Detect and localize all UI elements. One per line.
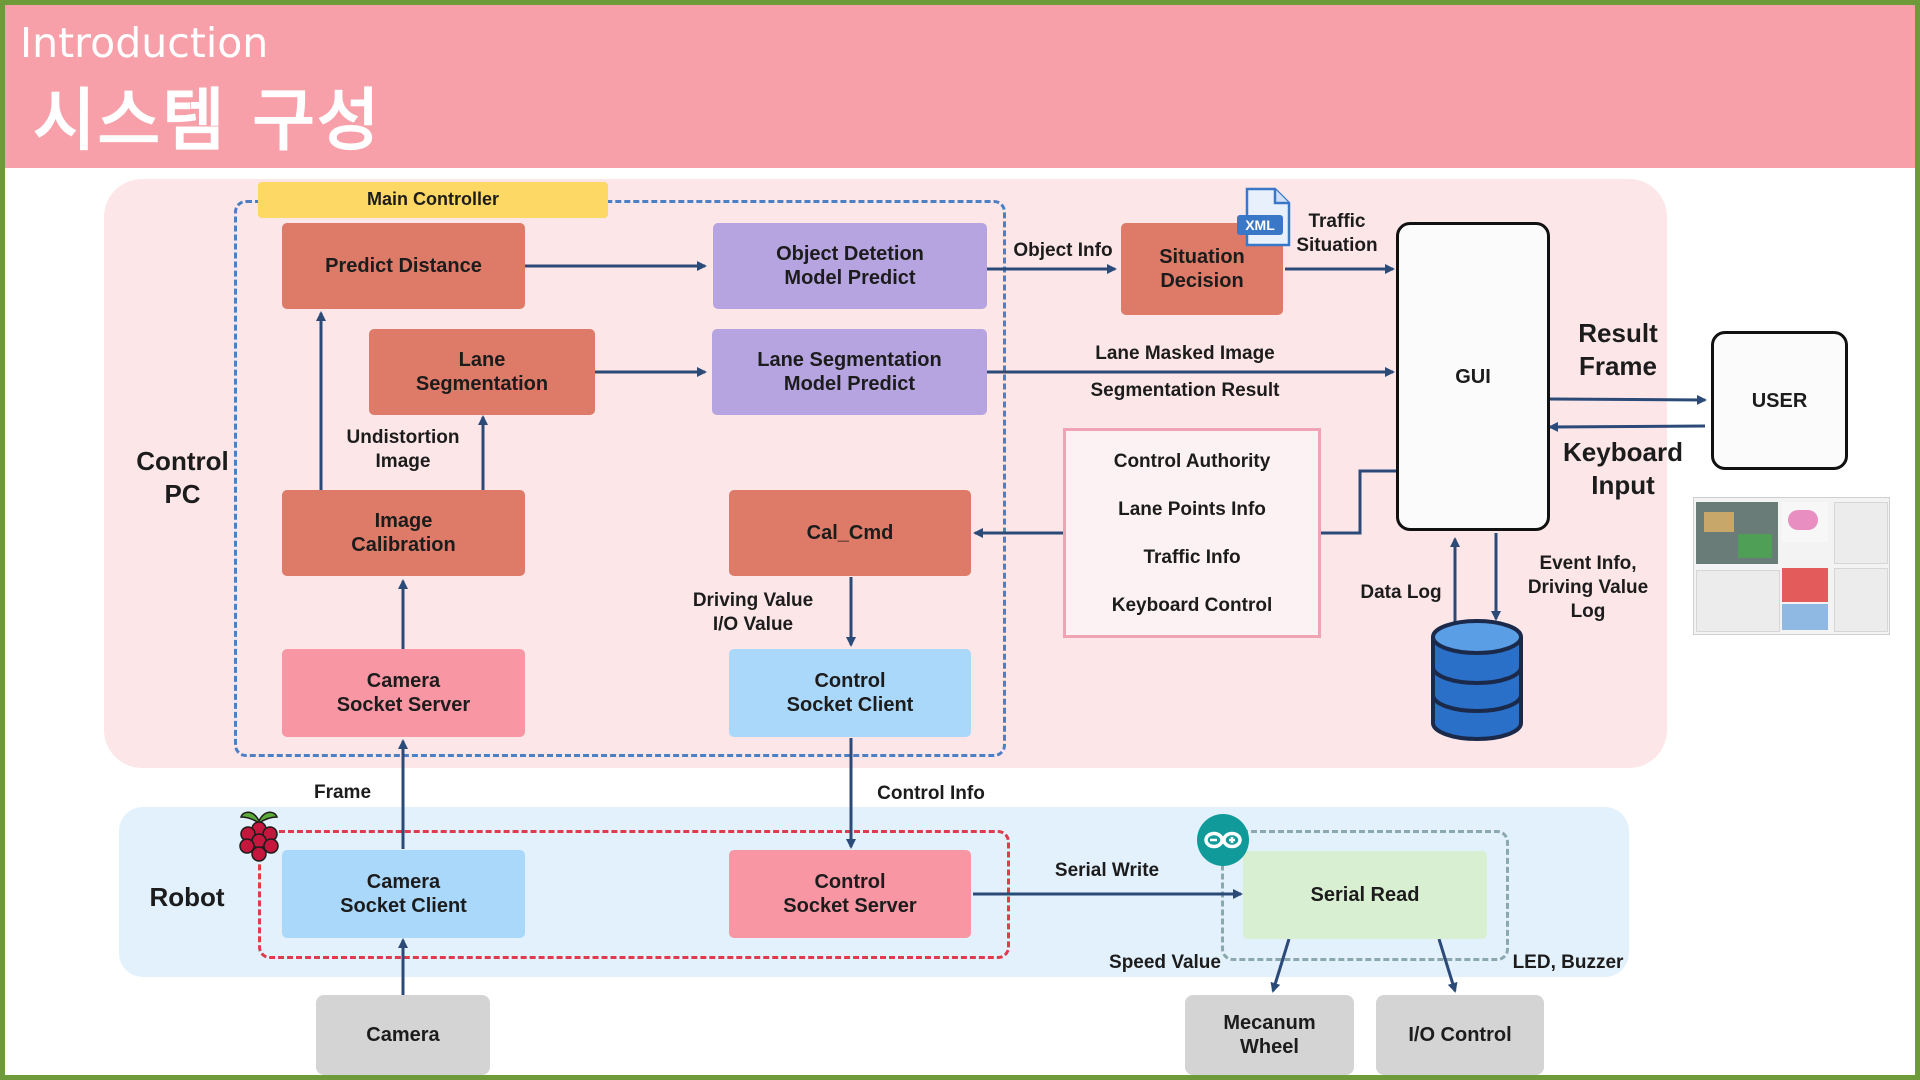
info-item-lane-points: Lane Points Info [1118, 499, 1266, 520]
thumbnail-lane-patch [1738, 534, 1772, 558]
header-banner: Introduction 시스템 구성 [5, 5, 1915, 168]
control-info-box: Control Authority Lane Points Info Traff… [1063, 428, 1321, 638]
speed-value-label: Speed Value [1109, 952, 1221, 973]
keyboard-input-label: Keyboard Input [1563, 437, 1683, 500]
object-detection-block: Object Detetion Model Predict [713, 223, 987, 309]
led-buzzer-label: LED, Buzzer [1512, 952, 1624, 973]
connection-arrows [316, 261, 1707, 995]
camera-block: Camera [316, 995, 490, 1075]
control-info-label: Control Info [877, 783, 985, 804]
camera-socket-client-block: Camera Socket Client [282, 850, 525, 938]
control-pc-label: Control PC [136, 446, 229, 509]
info-item-traffic-info: Traffic Info [1143, 547, 1241, 568]
xml-badge-text: XML [1245, 217, 1275, 233]
info-item-keyboard-control: Keyboard Control [1111, 595, 1273, 616]
driving-io-value-label: Driving Value I/O Value [692, 590, 814, 635]
database-icon [1431, 619, 1523, 741]
lane-seg-model-block: Lane Segmentation Model Predict [712, 329, 987, 415]
thumbnail-graph-panel [1834, 502, 1888, 564]
segmentation-result-label: Segmentation Result [1090, 380, 1280, 401]
slide-title: 시스템 구성 [33, 82, 382, 161]
thumbnail-log-panel [1834, 568, 1888, 632]
thumbnail-map-panel [1782, 604, 1828, 630]
thumbnail-gauge-panel [1696, 570, 1780, 632]
arduino-icon [1197, 814, 1249, 866]
cal-cmd-block: Cal_Cmd [729, 490, 971, 576]
raspberry-pi-icon [239, 811, 279, 862]
control-socket-server-block: Control Socket Server [729, 850, 971, 938]
lane-segmentation-block: Lane Segmentation [369, 329, 595, 415]
main-controller-group [234, 200, 1006, 757]
xml-file-icon: XML [1237, 187, 1291, 247]
result-frame-label: Result Frame [1578, 318, 1658, 381]
camera-socket-server-block: Camera Socket Server [282, 649, 525, 737]
user-block: USER [1711, 331, 1848, 470]
arrow-keyboard-input [1548, 421, 1706, 432]
arrow-result-frame [1549, 394, 1707, 405]
predict-distance-block: Predict Distance [282, 223, 525, 309]
lane-masked-image-label: Lane Masked Image [1095, 343, 1275, 364]
slide-subtitle: Introduction [20, 19, 269, 67]
serial-write-label: Serial Write [1054, 860, 1160, 881]
data-log-label: Data Log [1360, 582, 1442, 603]
info-item-control-authority: Control Authority [1113, 451, 1271, 472]
robot-label: Robot [149, 882, 225, 912]
mecanum-wheel-block: Mecanum Wheel [1185, 995, 1354, 1075]
gui-block: GUI [1396, 222, 1550, 531]
control-socket-client-block: Control Socket Client [729, 649, 971, 737]
arrow-led-buzzer [1437, 938, 1458, 993]
object-info-label: Object Info [1013, 240, 1113, 261]
traffic-situation-label: Traffic Situation [1296, 211, 1378, 256]
main-controller-tag: Main Controller [258, 182, 608, 218]
thumbnail-alert-panel [1782, 568, 1828, 602]
frame-label: Frame [313, 782, 372, 803]
undistortion-image-label: Undistortion Image [346, 427, 460, 472]
image-calibration-block: Image Calibration [282, 490, 525, 576]
thumbnail-logo-shape [1788, 510, 1818, 530]
line-gui-to-info [1321, 469, 1396, 535]
gui-screenshot-thumbnail [1693, 497, 1890, 635]
serial-read-block: Serial Read [1243, 851, 1487, 939]
arrow-speed-value [1270, 938, 1291, 993]
thumbnail-track-patch [1704, 512, 1734, 532]
event-info-label: Event Info, Driving Value Log [1527, 553, 1649, 622]
io-control-block: I/O Control [1376, 995, 1544, 1075]
